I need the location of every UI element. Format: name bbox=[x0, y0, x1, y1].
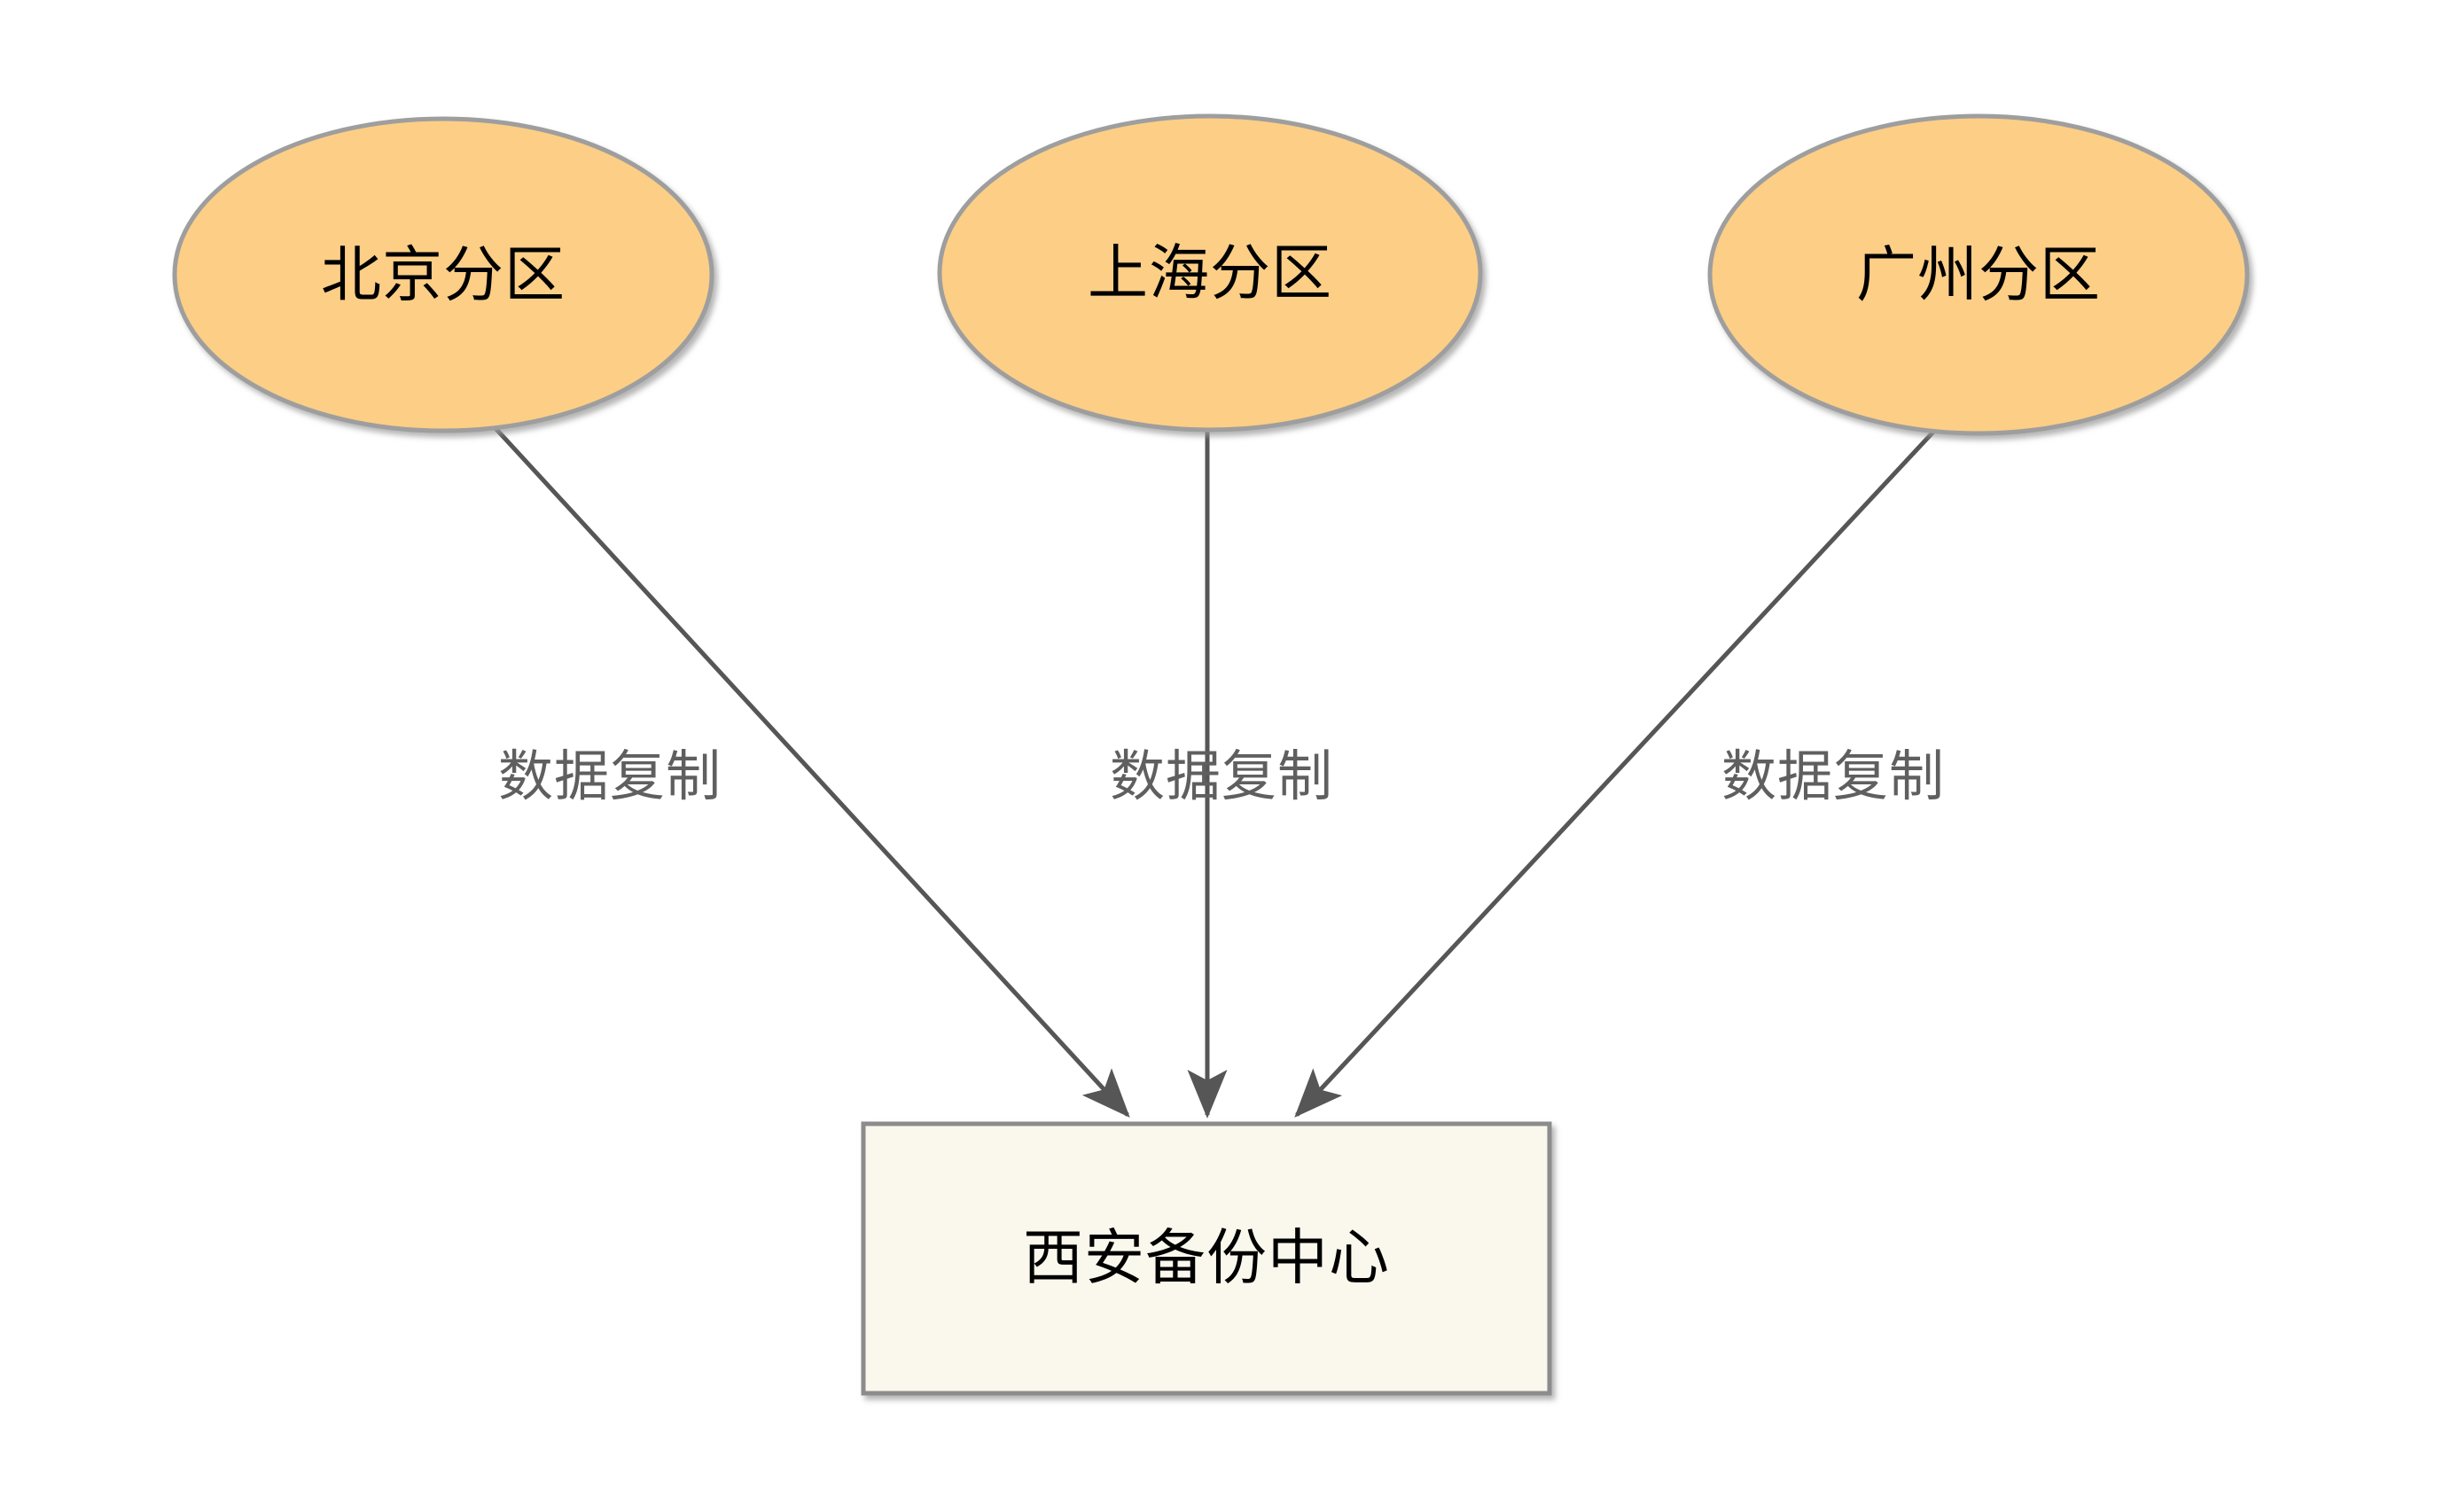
edge-beijing-to-xian[interactable] bbox=[491, 424, 1130, 1118]
node-shanghai-shape[interactable] bbox=[937, 113, 1483, 433]
edge-label-group: 数据复制 数据复制 数据复制 bbox=[498, 744, 1945, 808]
node-shanghai-label: 上海分区 bbox=[1088, 239, 1332, 309]
node-beijing-shape[interactable] bbox=[172, 116, 714, 433]
node-shanghai[interactable]: 上海分区 bbox=[937, 113, 1483, 433]
node-xian-backup-center-shape[interactable] bbox=[861, 1121, 1552, 1396]
edge-label-beijing-to-xian: 数据复制 bbox=[498, 744, 722, 808]
node-group: 北京分区 上海分区 广州分区 西安备份中心 bbox=[172, 113, 2250, 1396]
node-guangzhou[interactable]: 广州分区 bbox=[1707, 113, 2250, 436]
edge-label-guangzhou-to-xian: 数据复制 bbox=[1721, 744, 1945, 808]
node-xian-backup-center[interactable]: 西安备份中心 bbox=[861, 1121, 1552, 1396]
node-guangzhou-shape[interactable] bbox=[1707, 113, 2250, 436]
edge-label-shanghai-to-xian: 数据复制 bbox=[1110, 744, 1333, 808]
node-beijing[interactable]: 北京分区 bbox=[172, 116, 714, 433]
edge-group bbox=[491, 424, 1939, 1119]
node-xian-backup-center-label: 西安备份中心 bbox=[1023, 1224, 1390, 1294]
node-guangzhou-label: 广州分区 bbox=[1856, 241, 2101, 311]
node-beijing-label: 北京分区 bbox=[321, 241, 566, 311]
edge-guangzhou-to-xian[interactable] bbox=[1294, 426, 1939, 1118]
